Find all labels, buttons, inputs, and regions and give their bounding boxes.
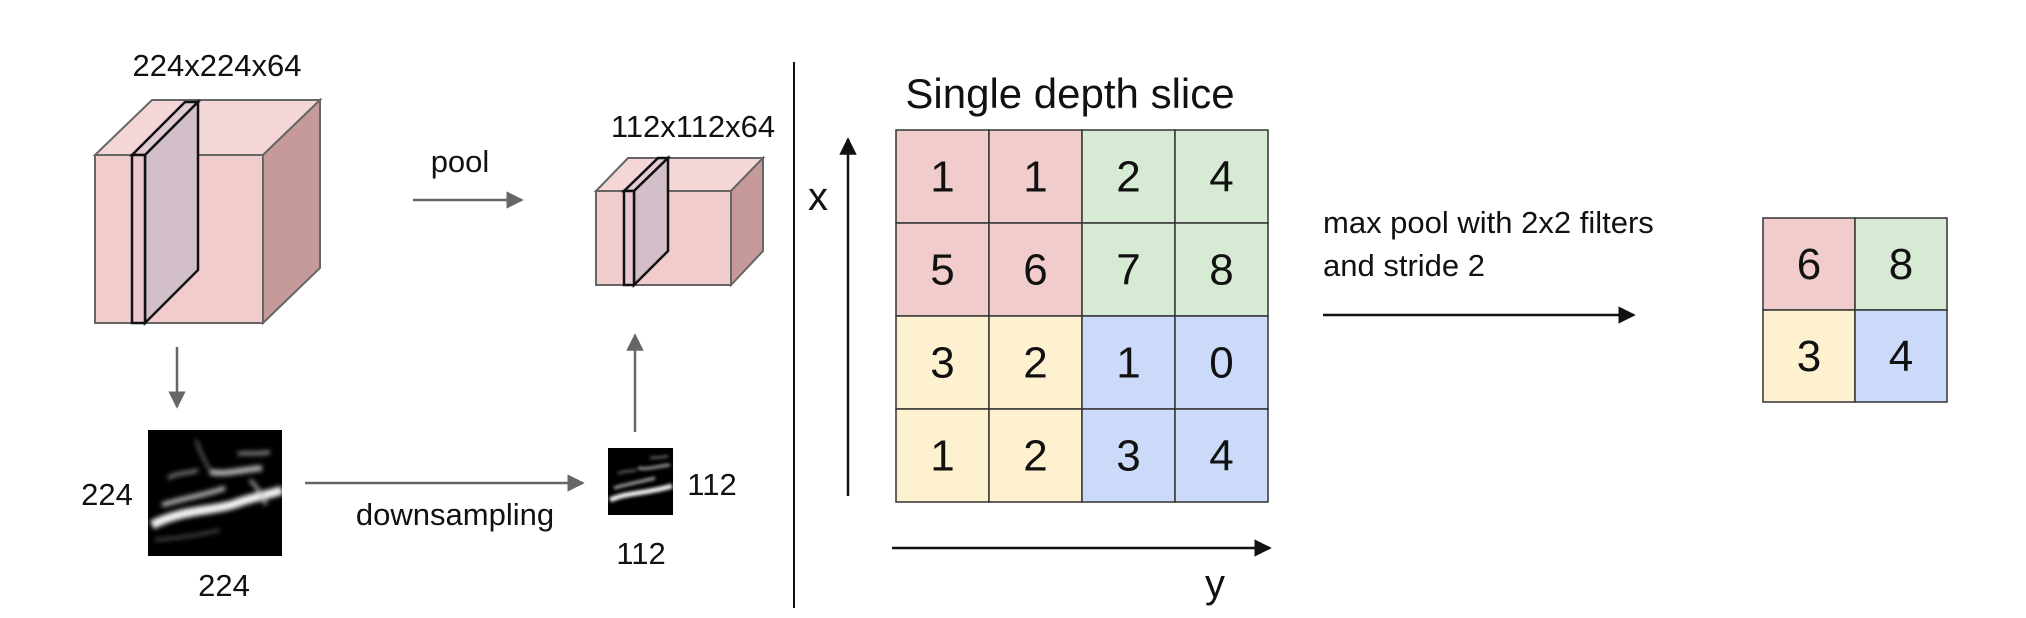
input-grid-cell-value: 2	[1023, 432, 1047, 481]
input-grid-cell-value: 1	[1023, 153, 1047, 202]
output-slice-width-label: 112	[616, 536, 665, 571]
input-grid-cell-background	[1081, 408, 1176, 503]
input-grid-cell-value: 4	[1209, 153, 1233, 202]
input-grid-cell-r3-c1: 3	[895, 315, 990, 410]
input-slice-height-label: 224	[81, 477, 133, 512]
x-axis-label: x	[808, 175, 828, 219]
output-grid-cell-value: 6	[1797, 240, 1821, 289]
output-volume-cube	[593, 155, 766, 289]
input-grid-cell-background	[1174, 408, 1269, 503]
input-volume-cube	[92, 97, 323, 327]
input-feature-slice-image	[148, 430, 282, 556]
input-grid-cell-r1-c4: 4	[1174, 129, 1269, 224]
input-grid-cell-background	[895, 222, 990, 317]
input-grid-cell-value: 0	[1209, 339, 1233, 388]
input-volume-label: 224x224x64	[133, 48, 302, 83]
input-grid-cell-value: 3	[930, 339, 954, 388]
input-grid-cell-value: 1	[930, 432, 954, 481]
input-grid-cell-r3-c2: 2	[988, 315, 1083, 410]
input-grid-cell-value: 4	[1209, 432, 1233, 481]
input-grid-cell-background	[1174, 222, 1269, 317]
input-grid-cell-r4-c2: 2	[988, 408, 1083, 503]
input-slice-width-label: 224	[198, 568, 250, 603]
output-depth-slice	[620, 155, 672, 289]
caption-line-1: max pool with 2x2 filters	[1323, 205, 1654, 240]
input-grid-cell-background	[1081, 222, 1176, 317]
left-panel: 224x224x64 pool 112x112x64	[81, 48, 775, 603]
input-grid-cell-background	[988, 129, 1083, 224]
output-grid-cell-background	[1854, 309, 1948, 403]
output-grid-cell-r2-c2: 4	[1854, 309, 1948, 403]
input-grid-cell-background	[988, 315, 1083, 410]
input-grid-cell-r2-c3: 7	[1081, 222, 1176, 317]
input-grid-cell-value: 1	[930, 153, 954, 202]
pool-label: pool	[431, 144, 490, 179]
input-grid-cell-r2-c4: 8	[1174, 222, 1269, 317]
input-grid-cell-background	[988, 408, 1083, 503]
caption-line-2: and stride 2	[1323, 248, 1485, 283]
input-grid-cell-background	[1174, 315, 1269, 410]
input-grid-cell-value: 2	[1116, 153, 1140, 202]
input-grid-cell-background	[1081, 129, 1176, 224]
input-grid-cell-value: 7	[1116, 246, 1140, 295]
input-grid-cell-background	[895, 315, 990, 410]
output-feature-slice-image	[608, 448, 673, 515]
output-grid-cell-r2-c1: 3	[1762, 309, 1856, 403]
input-grid-cell-r4-c1: 1	[895, 408, 990, 503]
output-grid-cell-value: 3	[1797, 332, 1821, 381]
input-grid-cell-value: 3	[1116, 432, 1140, 481]
input-grid-cell-value: 2	[1023, 339, 1047, 388]
input-grid-cell-r1-c1: 1	[895, 129, 990, 224]
input-grid-cell-r2-c1: 5	[895, 222, 990, 317]
input-grid-cell-value: 5	[930, 246, 954, 295]
output-grid-cell-background	[1854, 217, 1948, 311]
output-grid-cell-value: 8	[1889, 240, 1913, 289]
input-grid-cell-value: 1	[1116, 339, 1140, 388]
input-grid-cell-background	[1174, 129, 1269, 224]
input-grid-cell-value: 6	[1023, 246, 1047, 295]
input-grid-cell-r1-c2: 1	[988, 129, 1083, 224]
output-volume-label: 112x112x64	[611, 109, 775, 144]
output-grid-cell-r1-c2: 8	[1854, 217, 1948, 311]
input-grid-cell-r4-c4: 4	[1174, 408, 1269, 503]
input-grid-cell-background	[895, 408, 990, 503]
input-grid-cell-r4-c3: 3	[1081, 408, 1176, 503]
downsampling-label: downsampling	[356, 497, 554, 532]
input-grid: 1 1 2 4 5 6 7 8 3 2 1 0 1 2 3 4	[895, 129, 1269, 503]
input-grid-cell-r2-c2: 6	[988, 222, 1083, 317]
single-depth-slice-title: Single depth slice	[905, 70, 1234, 117]
input-grid-cell-r1-c3: 2	[1081, 129, 1176, 224]
output-grid-cell-r1-c1: 6	[1762, 217, 1856, 311]
input-grid-cell-background	[1081, 315, 1176, 410]
input-grid-cell-r3-c3: 1	[1081, 315, 1176, 410]
output-grid: 6 8 3 4	[1762, 217, 1948, 403]
output-grid-cell-background	[1762, 309, 1856, 403]
y-axis-label: y	[1205, 562, 1225, 606]
output-slice-height-label: 112	[687, 467, 736, 502]
input-grid-cell-r3-c4: 0	[1174, 315, 1269, 410]
input-grid-cell-background	[988, 222, 1083, 317]
input-grid-cell-value: 8	[1209, 246, 1233, 295]
input-depth-slice	[128, 98, 202, 327]
output-grid-cell-value: 4	[1889, 332, 1913, 381]
output-grid-cell-background	[1762, 217, 1856, 311]
